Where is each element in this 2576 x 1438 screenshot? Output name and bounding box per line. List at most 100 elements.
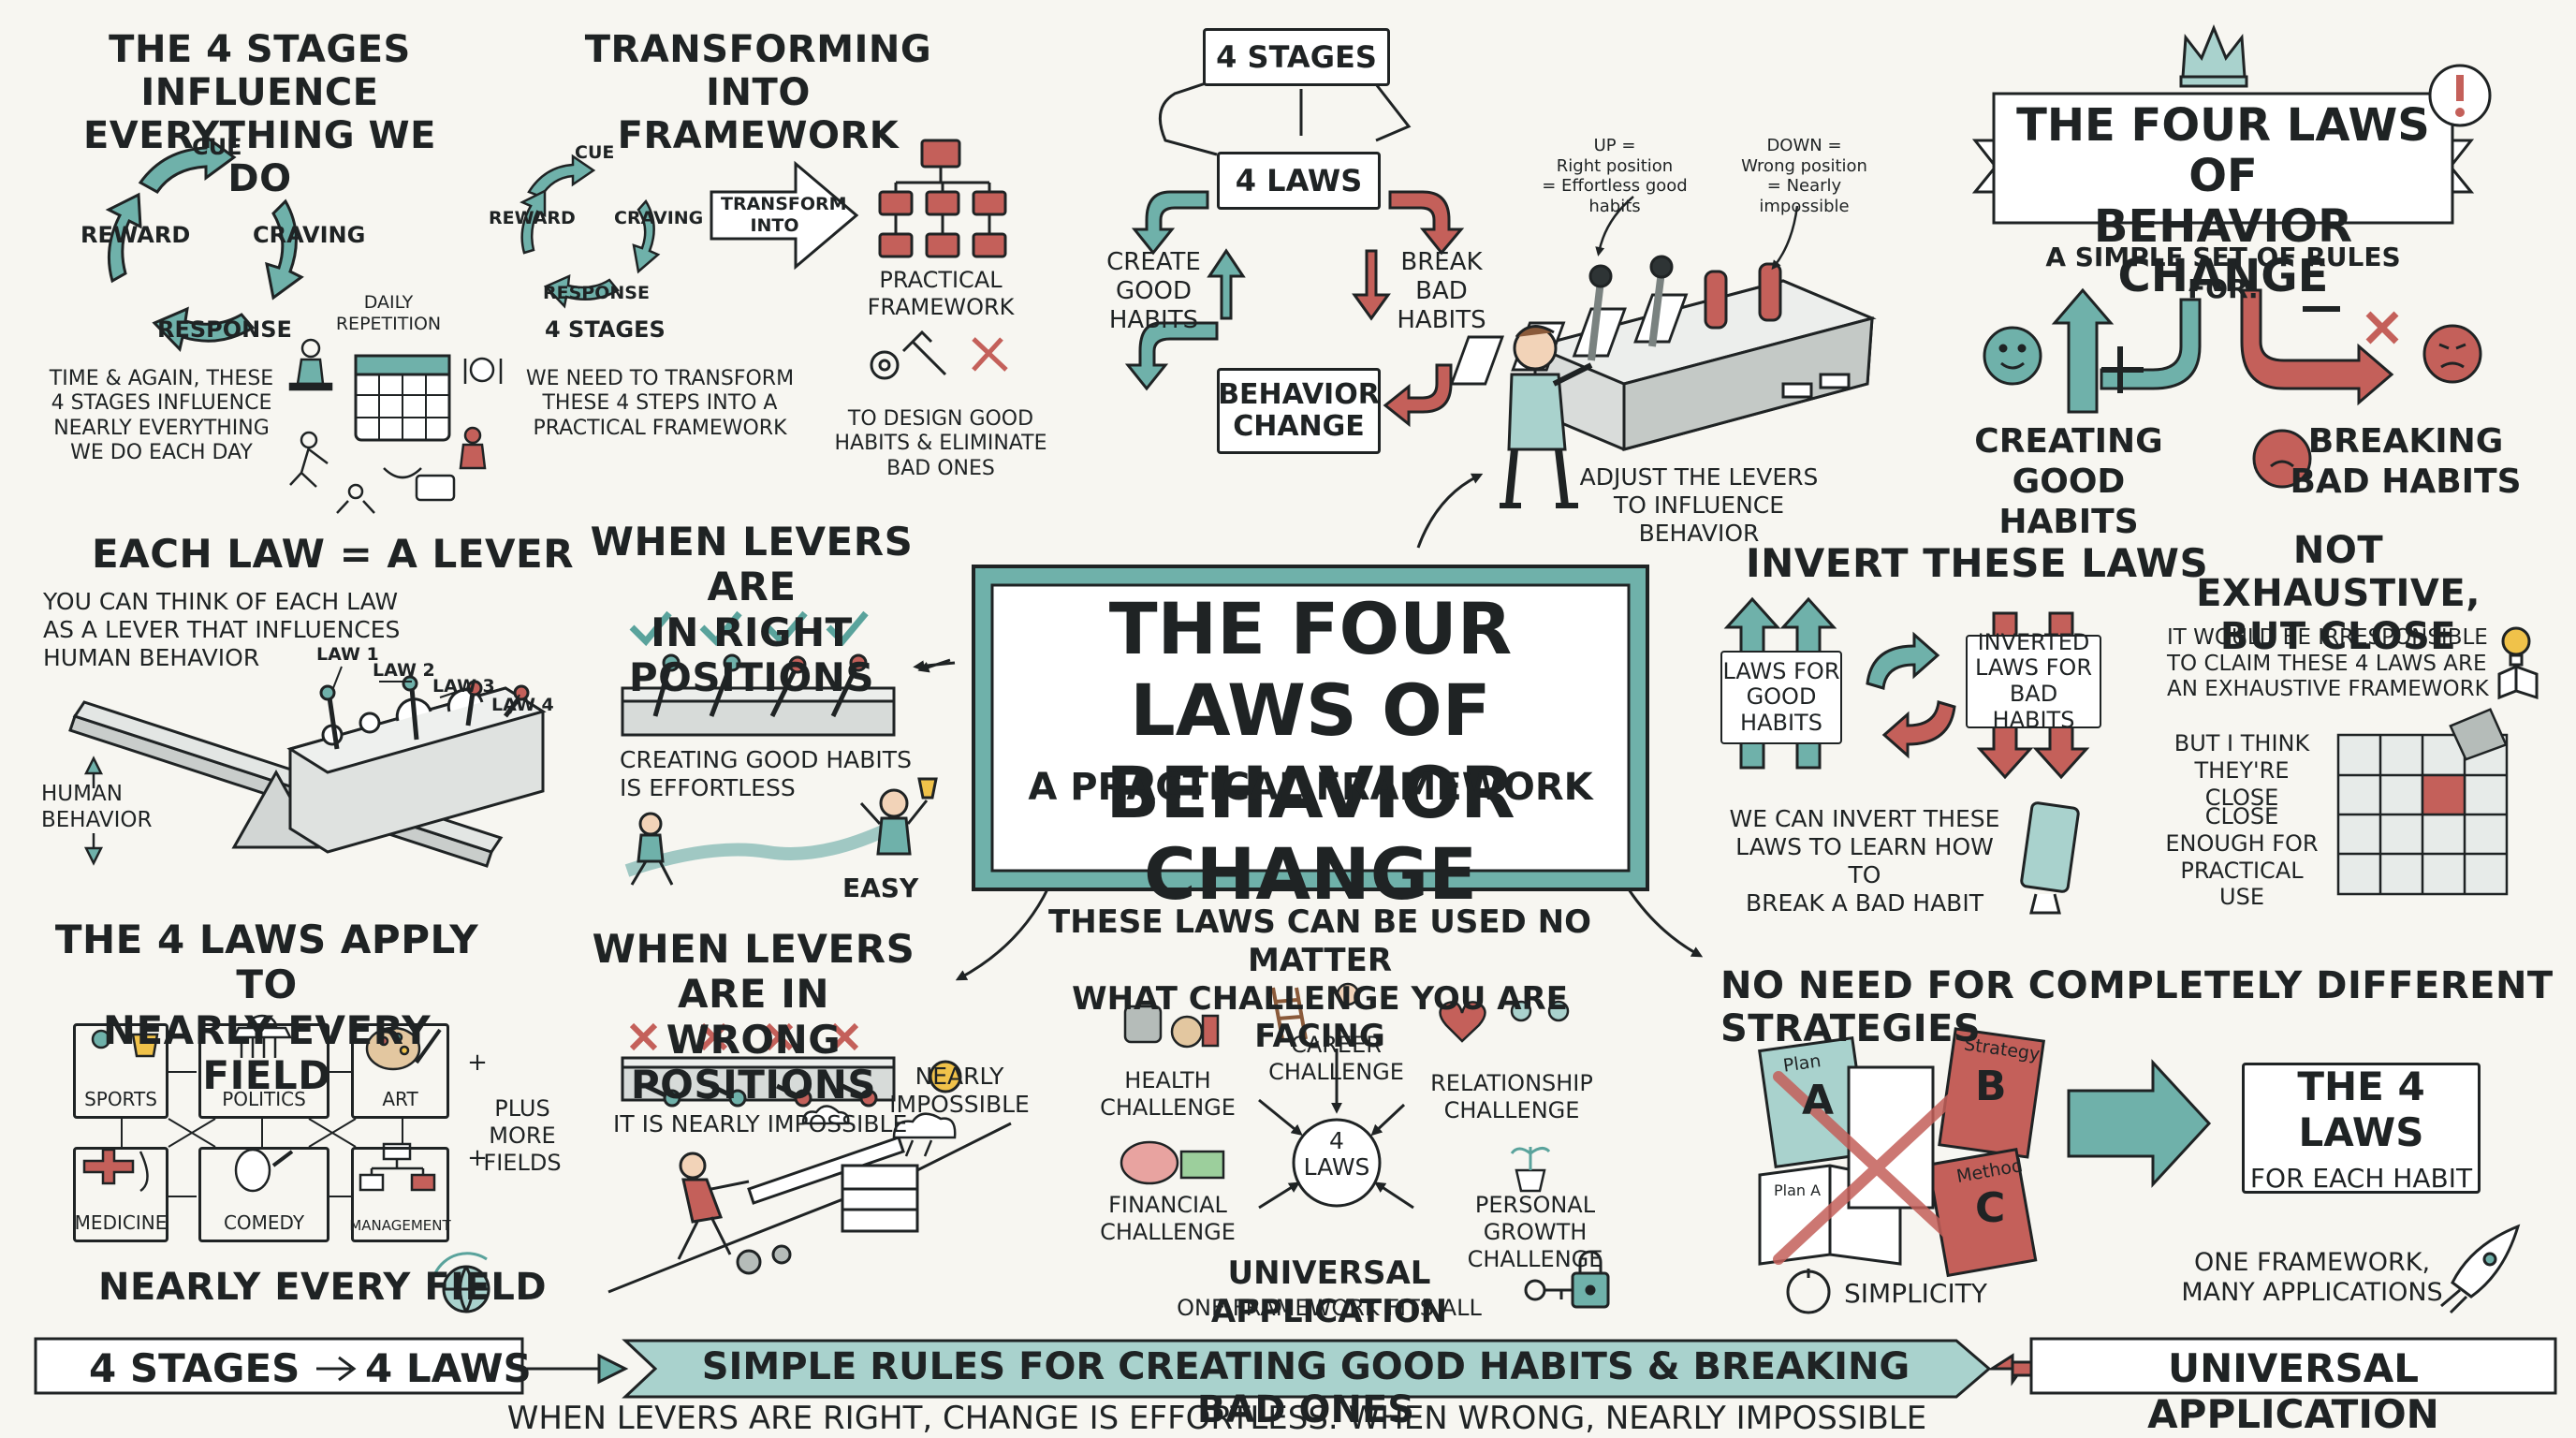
stages-description: TIME & AGAIN, THESE 4 STAGES INFLUENCE N… [49,367,274,465]
right-levers-pointer [917,658,951,673]
stage-cue: CUE [192,134,242,160]
inverted-laws-label: INVERTED LAWS FOR BAD HABITS [1975,628,2092,733]
method-book-letter: C [1975,1184,2006,1232]
field-politics-label: POLITICS [222,1088,306,1110]
footer-4-laws: 4 LAWS [365,1345,532,1391]
key-lock-icon [1524,1250,1610,1309]
creating-good-habits-label: CREATING GOOD HABITS [1974,422,2163,542]
hub-4-laws-label: 4 LAWS [1303,1127,1370,1181]
effortless-running-icon [624,777,938,886]
relationship-challenge-label: RELATIONSHIP CHALLENGE [1430,1070,1593,1123]
struggling-uphill-icon [607,1060,1012,1294]
field-comedy-box: COMEDY [198,1147,329,1242]
center-box-shape [972,565,1649,891]
transform-arrow-label: TRANSFORM INTO [721,194,847,236]
financial-challenge-label: FINANCIAL CHALLENGE [1100,1192,1236,1245]
exhaustive-text-1: IT WOULD BE IRRESPONSIBLE TO CLAIM THESE… [2167,625,2489,702]
stage-response: RESPONSE [157,316,292,343]
calendar-icon [354,354,451,442]
wrong-position-levers-icon [621,1022,896,1108]
plus-sign-2: + [467,1144,488,1172]
plus-more-fields-label: PLUS MORE FIELDS [483,1095,562,1176]
strategies-title: NO NEED FOR COMPLETELY DIFFERENT STRATEG… [1720,964,2554,1050]
transform-stage-response: RESPONSE [543,283,650,303]
break-bad-habits-label: BREAK BAD HABITS [1397,248,1486,335]
footer-shapes [34,1337,2557,1399]
fields-grid-connectors [121,1071,403,1197]
behavior-change-label: BEHAVIOR CHANGE [1218,377,1380,443]
law-4-label: LAW 4 [491,695,554,715]
wrong-positions-description: IT IS NEARLY IMPOSSIBLE [613,1110,908,1137]
field-management-box: MANAGEMENT [349,1147,451,1242]
flow-arrows [1158,78,1412,156]
field-politics-box: POLITICS [198,1023,329,1119]
stages-title: THE 4 STAGES INFLUENCE EVERYTHING WE DO [82,28,436,200]
storm-cloud-icon [801,1105,957,1157]
habit-loop-cycle-icon [105,134,304,353]
center-subtitle: A PRACTICAL FRAMEWORK [1028,766,1593,809]
personal-growth-challenge-label: PERSONAL GROWTH CHALLENGE [1467,1192,1603,1272]
plan-a-notebook-label: Plan A [1774,1181,1822,1199]
many-applications-label: ONE FRAMEWORK, MANY APPLICATIONS [2181,1248,2443,1308]
field-art-box: ART [351,1023,449,1119]
framework-org-chart-icon [878,139,1007,258]
break-habits-arrow-icon [1352,190,1465,428]
nearly-every-field-label: NEARLY EVERY FIELD [98,1266,548,1309]
rocket-icon [2440,1224,2521,1314]
law-label-pointers [332,666,520,714]
simplicity-label: SIMPLICITY [1844,1278,1987,1309]
up-down-pointer-arrows [1595,196,1799,271]
crown-icon [2179,24,2248,88]
create-good-habits-label: CREATE GOOD HABITS [1106,248,1201,335]
challenge-icons [1120,982,1570,1193]
behavior-change-box: BEHAVIOR CHANGE [1217,368,1381,454]
exhaustive-text-3: CLOSE ENOUGH FOR PRACTICAL USE [2165,803,2319,911]
career-challenge-label: CAREER CHALLENGE [1268,1032,1404,1085]
easy-label: EASY [842,873,919,903]
four-laws-result-sub: FOR EACH HABIT [2249,1162,2473,1194]
law-1-label: LAW 1 [316,644,379,665]
design-habits-label: TO DESIGN GOOD HABITS & ELIMINATE BAD ON… [834,407,1047,480]
wrong-positions-title: WHEN LEVERS ARE IN WRONG POSITIONS [592,926,915,1108]
exhaustive-text-2: BUT I THINK THEY'RE CLOSE [2174,730,2310,811]
plus-sign-1: + [467,1049,488,1077]
flow-4-stages-box: 4 STAGES [1203,28,1390,86]
laws-good-habits-box: LAWS FOR GOOD HABITS [1720,651,1842,744]
health-challenge-label: HEALTH CHALLENGE [1100,1067,1236,1121]
flow-4-stages-label: 4 STAGES [1216,38,1377,75]
field-sports-box: SPORTS [73,1023,168,1119]
lever-panel-title: EACH LAW = A LEVER [92,531,575,577]
big-right-arrow-icon [2067,1059,2212,1188]
center-connector-arrows [913,473,1704,981]
practical-framework-label: PRACTICAL FRAMEWORK [867,267,1015,320]
exhaustive-title: NOT EXHAUSTIVE, BUT CLOSE [2196,529,2481,658]
challenges-title: THESE LAWS CAN BE USED NO MATTER WHAT CH… [1048,903,1591,1056]
small-habit-loop-icon [520,154,661,309]
create-habits-arrow-icon [1124,190,1246,391]
transform-stage-cue: CUE [575,142,615,163]
field-comedy-label: COMEDY [223,1211,305,1234]
lever-up-label: UP = Right position = Effortless good ha… [1542,136,1688,216]
bad-habits-arrows-icon [2240,288,2482,489]
field-sports-label: SPORTS [84,1088,157,1110]
transform-arrow-icon [710,160,859,271]
gears-tools-icon [870,330,1008,380]
center-title: THE FOUR LAWS OF BEHAVIOR CHANGE [1105,587,1515,917]
footer-middle-banner: SIMPLE RULES FOR CREATING GOOD HABITS & … [701,1345,1910,1431]
one-framework-fits-all-label: ONE FRAMEWORK FITS ALL [1177,1295,1482,1321]
human-behavior-updown-arrows [83,756,104,866]
flow-4-laws-box: 4 LAWS [1217,152,1381,210]
right-position-levers-icon [621,610,896,737]
transform-title: TRANSFORMING INTO FRAMEWORK [584,28,932,157]
puzzle-icon [2336,708,2509,896]
invert-title: INVERT THESE LAWS [1746,540,2209,586]
transform-4-stages: 4 STAGES [545,316,666,343]
four-laws-result-title: THE 4 LAWS [2297,1063,2425,1155]
strategy-book-letter: B [1975,1063,2007,1110]
person-adjusting-levers-icon [1500,325,1593,508]
universal-application-label: UNIVERSAL APPLICATION [1210,1255,1448,1330]
footer-arrow-icon [316,1356,357,1382]
law-3-label: LAW 3 [432,676,495,697]
daily-repetition-label: DAILY REPETITION [335,292,442,334]
